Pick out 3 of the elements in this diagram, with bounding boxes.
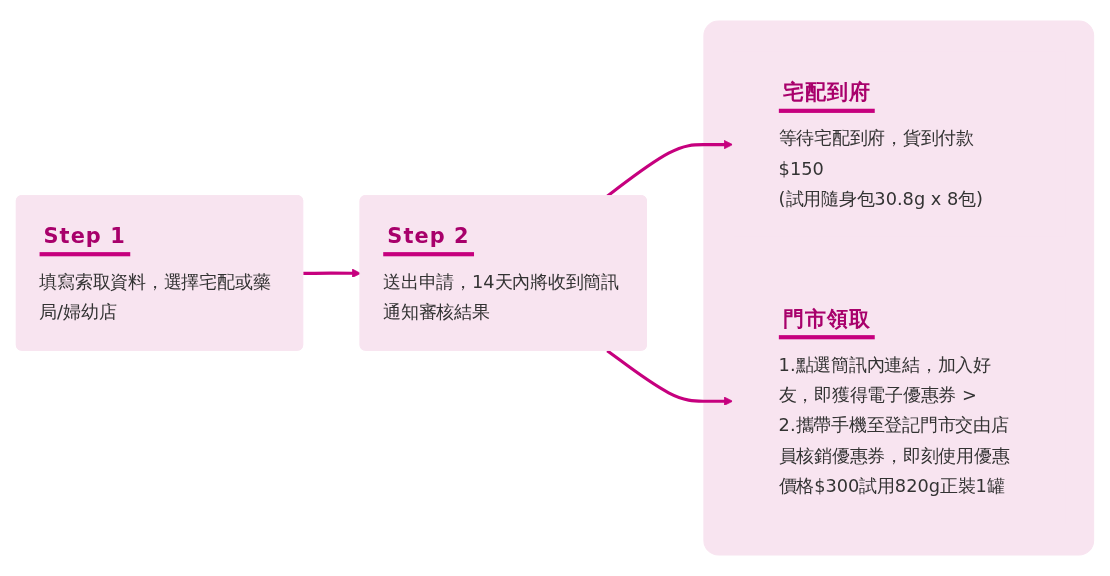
node-text: 宅配到府 等待宅配到府，貨到付款$150 (試用隨身包30.8g x 8包): [778, 79, 983, 209]
cluster: [703, 20, 1095, 556]
node-text: 門市領取 1.點選簡訊內連結，加入好友，即獲得電子優惠券 > 2.攜帶手機至登記門市交由店員核銷優惠券，即刻使用優惠價格$300試用820g正裝1罐: [778, 305, 1010, 496]
